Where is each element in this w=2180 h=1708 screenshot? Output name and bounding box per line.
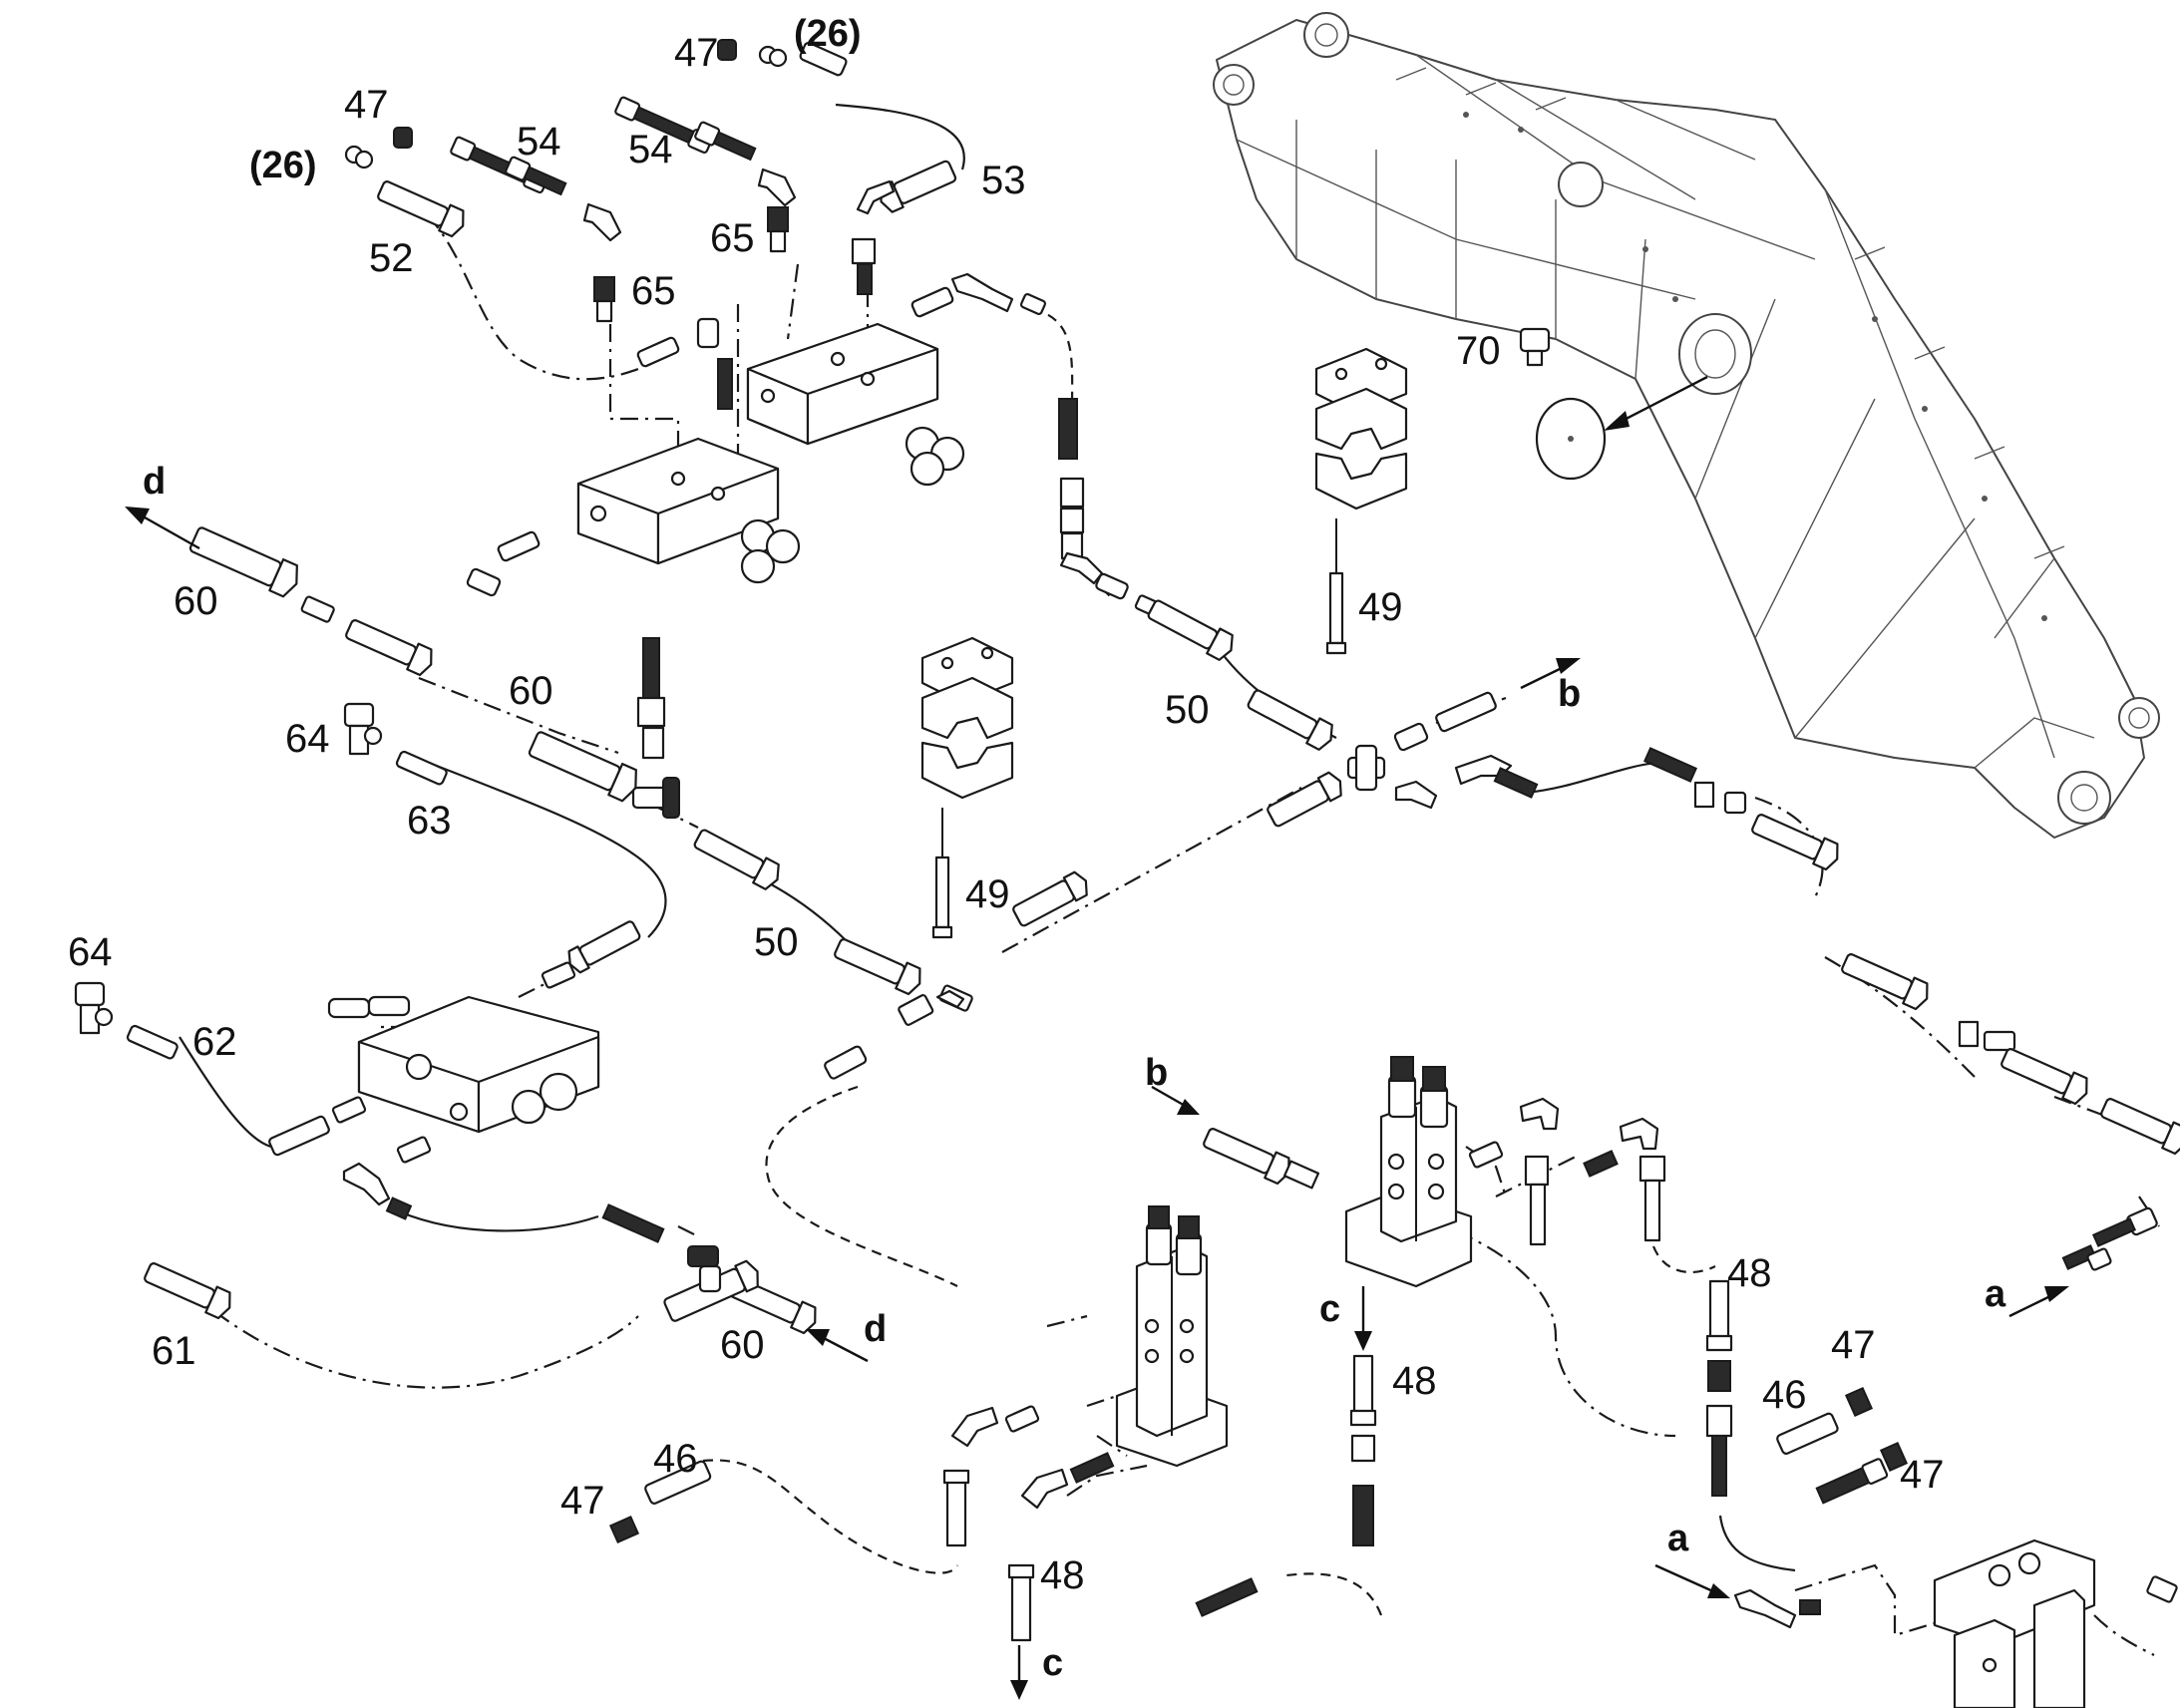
callout-62: 62 <box>192 1020 237 1064</box>
callout-labels: 47 (26) 54 52 65 47 (26) 54 53 65 70 49 … <box>68 13 2006 1684</box>
callout-46: 46 <box>1762 1373 1807 1417</box>
callout-64: 64 <box>68 930 113 974</box>
valve-block-lower-left <box>1115 1205 1229 1468</box>
valve-block-middle-left <box>327 995 600 1134</box>
callout-26: (26) <box>249 145 317 186</box>
callout-47: 47 <box>344 83 389 127</box>
clamp-center <box>920 636 1014 939</box>
fittings <box>74 39 2180 1642</box>
connector-a-bottom: a <box>1667 1518 1689 1559</box>
callout-47: 47 <box>674 31 719 75</box>
callout-60: 60 <box>720 1323 765 1367</box>
connector-d-upper: d <box>143 461 166 503</box>
valve-block-upper-center <box>746 322 965 487</box>
callout-46: 46 <box>653 1437 698 1481</box>
callout-49: 49 <box>1358 585 1403 629</box>
plug-part-70 <box>1519 327 1708 481</box>
callout-65: 65 <box>710 216 755 260</box>
connector-b-center: b <box>1145 1052 1168 1094</box>
callout-61: 61 <box>152 1329 196 1373</box>
connector-c-bottom: c <box>1042 1642 1063 1684</box>
callout-54: 54 <box>517 120 561 164</box>
connector-c-center: c <box>1319 1288 1340 1330</box>
callout-60: 60 <box>509 669 553 713</box>
boom-assembly <box>1213 12 2160 839</box>
callout-26: (26) <box>794 13 862 55</box>
connector-d-lower: d <box>864 1308 887 1350</box>
callout-49: 49 <box>965 872 1010 916</box>
callout-63: 63 <box>407 799 452 843</box>
callout-53: 53 <box>981 159 1026 202</box>
callout-47: 47 <box>560 1479 605 1523</box>
callout-65: 65 <box>631 269 676 313</box>
callout-70: 70 <box>1456 329 1501 373</box>
callout-50: 50 <box>754 920 799 964</box>
callout-50: 50 <box>1165 688 1210 732</box>
connector-arrows <box>125 507 2069 1700</box>
clamp-right <box>1314 347 1408 655</box>
callout-47: 47 <box>1900 1453 1945 1497</box>
connector-b-upper: b <box>1558 673 1581 715</box>
callout-48: 48 <box>1727 1251 1772 1295</box>
valve-block-bottom-right <box>1933 1538 2096 1708</box>
callout-64: 64 <box>285 717 330 761</box>
valve-block-center <box>1344 1056 1473 1288</box>
connector-a-right: a <box>1985 1273 2006 1315</box>
valve-block-upper-left <box>576 437 801 584</box>
callout-52: 52 <box>369 236 414 280</box>
callout-48: 48 <box>1392 1359 1437 1403</box>
callout-48: 48 <box>1040 1553 1085 1597</box>
callout-60: 60 <box>174 579 218 623</box>
callout-47: 47 <box>1831 1323 1876 1367</box>
callout-54: 54 <box>628 128 673 171</box>
